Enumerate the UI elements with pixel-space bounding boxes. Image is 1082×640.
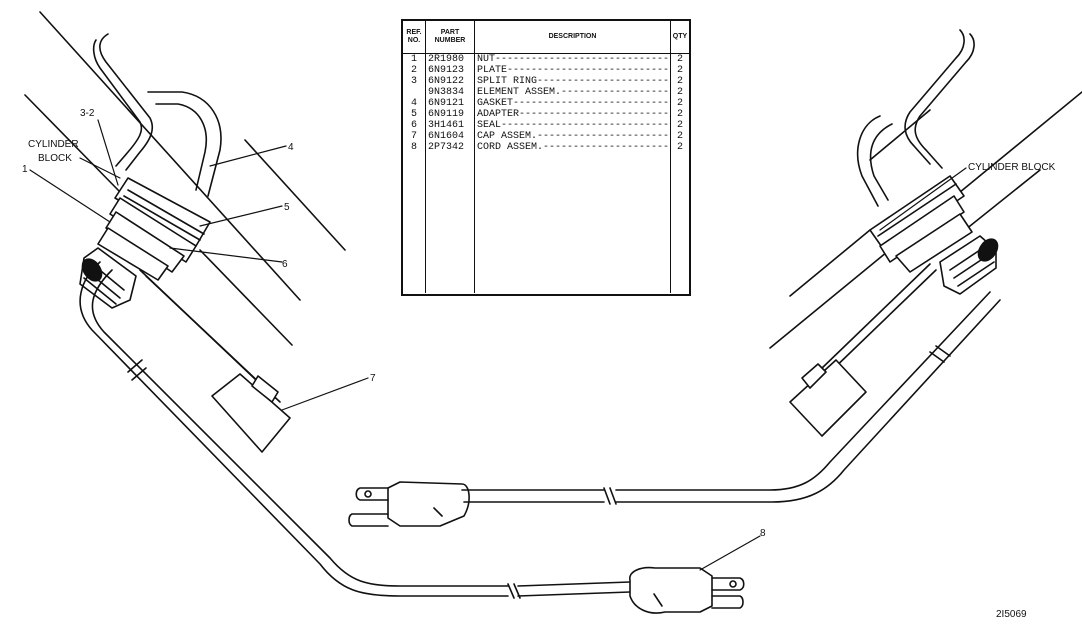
bottom-plug [629,566,745,614]
table-row: 1 2R1980 NUT 2 [403,53,689,65]
left-element-assembly [92,33,222,197]
table-row: 7 6N1604 CAP ASSEM. 2 [403,131,689,142]
desc-cell: SEAL [477,120,670,131]
ref-cell: 1 [403,53,426,65]
leader-lines [29,119,967,571]
right-nut [939,235,999,295]
header-description: DESCRIPTION [474,21,671,54]
callout-5: 5 [284,202,290,213]
qty-cell: 2 [676,120,683,131]
callout-4: 4 [288,142,294,153]
qty-cell: 2 [676,142,683,153]
part-cell: 2R1980 [425,53,475,65]
part-cell: 9N3834 [425,87,475,98]
ref-cell [403,87,426,98]
qty-cell: 2 [676,65,683,76]
ref-cell: 2 [403,65,426,76]
left-adapter-stack [97,177,211,281]
desc-cell: CAP ASSEM. [477,131,670,142]
qty-cell: 2 [676,76,683,87]
part-cell: 2P7342 [425,142,475,153]
part-cell: 6N9123 [425,65,475,76]
middle-plug [348,481,470,527]
qty-cell: 2 [676,109,683,120]
desc-cell: NUT [477,54,670,65]
header-part-number: PART NUMBER [425,21,475,54]
left-cord [79,261,631,599]
desc-cell: CORD ASSEM. [477,142,670,153]
desc-cell: ELEMENT ASSEM. [477,87,670,98]
right-element-assembly [856,29,975,207]
ref-cell: 6 [403,120,426,131]
left-cylinder-block [24,11,346,346]
cylinder-block-label-left-line2: BLOCK [38,153,72,164]
callout-8: 8 [760,528,766,539]
part-cell: 6N9122 [425,76,475,87]
right-wire [819,263,931,371]
table-row: 5 6N9119 ADAPTER 2 [403,109,689,120]
parts-table-header: REF. NO. PART NUMBER DESCRIPTION QTY [403,21,689,54]
header-ref-no: REF. NO. [403,21,426,54]
part-cell: 3H1461 [425,120,475,131]
desc-cell: ADAPTER [477,109,670,120]
cylinder-block-label-left-line1: CYLINDER [28,139,79,150]
callout-1: 1 [22,164,28,175]
header-qty: QTY [670,21,689,54]
right-cord [461,291,1001,505]
part-cell: 6N9121 [425,98,475,109]
table-row: 6 3H1461 SEAL 2 [403,120,689,131]
callout-6: 6 [282,259,288,270]
table-row: 4 6N9121 GASKET 2 [403,98,689,109]
table-row: 8 2P7342 CORD ASSEM. 2 [403,142,689,153]
qty-cell: 2 [676,98,683,109]
qty-cell: 2 [676,54,683,65]
desc-cell: SPLIT RING [477,76,670,87]
cylinder-block-label-right: CYLINDER BLOCK [968,162,1056,173]
desc-cell: GASKET [477,98,670,109]
left-cap-assembly [211,373,291,453]
parts-list-table: REF. NO. PART NUMBER DESCRIPTION QTY 1 2… [401,19,691,296]
qty-cell: 2 [676,87,683,98]
ref-cell: 5 [403,109,426,120]
table-row: 3 6N9122 SPLIT RING 2 [403,76,689,87]
right-cap-assembly [789,359,867,437]
table-row: 9N3834 ELEMENT ASSEM. 2 [403,87,689,98]
callout-3-2: 3-2 [80,108,95,119]
ref-cell: 3 [403,76,426,87]
qty-cell: 2 [676,131,683,142]
ref-cell: 7 [403,131,426,142]
ref-cell: 4 [403,98,426,109]
part-cell: 6N9119 [425,109,475,120]
table-filler-row [403,153,689,293]
table-row: 2 6N9123 PLATE 2 [403,65,689,76]
figure-number: 2I5069 [996,609,1027,620]
desc-cell: PLATE [477,65,670,76]
ref-cell: 8 [403,142,426,153]
right-adapter-stack [869,175,973,273]
part-cell: 6N1604 [425,131,475,142]
callout-7: 7 [370,373,376,384]
